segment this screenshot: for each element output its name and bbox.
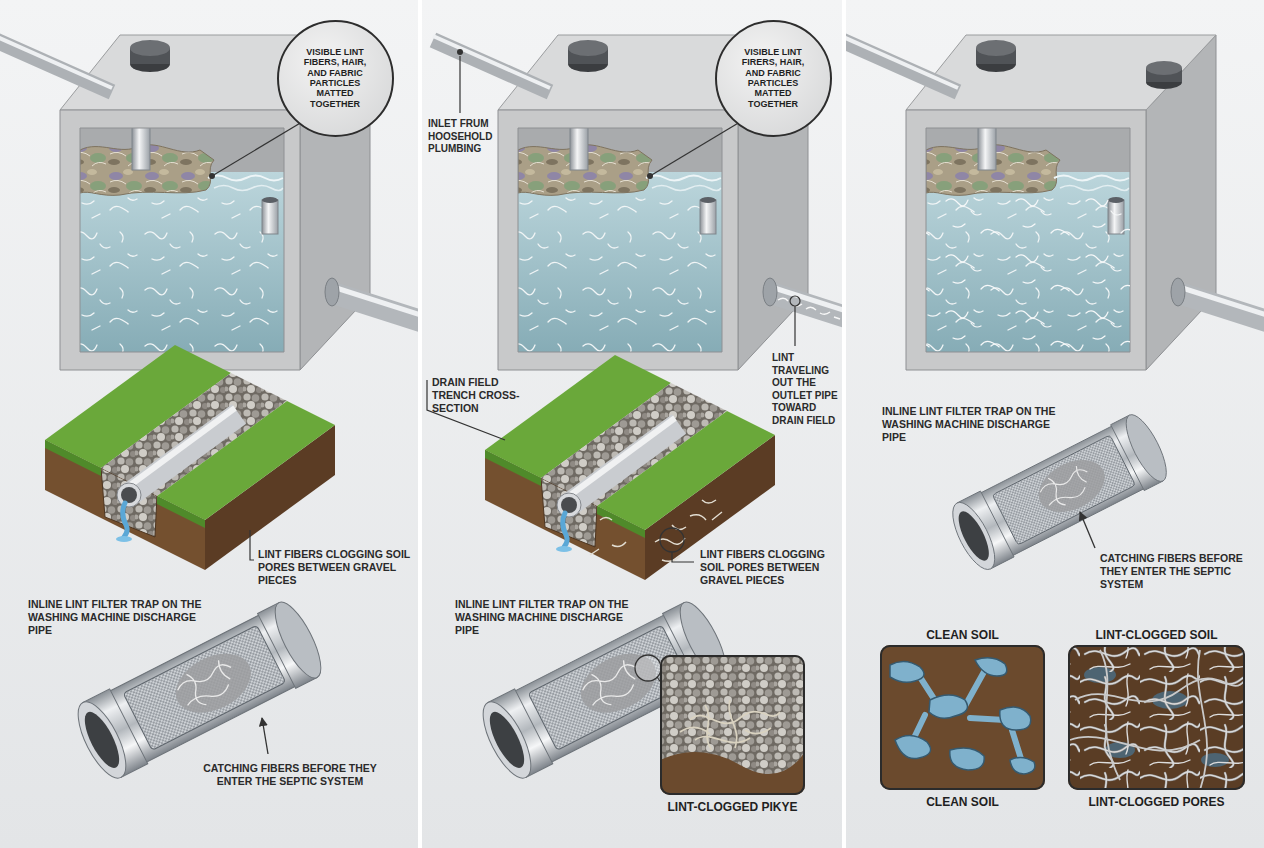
annotation-label: CATCHING FIBERS BEFORE THEY ENTER THE SE… [200, 762, 380, 788]
leader-dot [209, 173, 215, 179]
callout-text: VISIBLE LINT FIRERS, HAIR, AND FABRIC PA… [732, 47, 814, 109]
magnified-inset: LINT-CLOGGED PIKYE [660, 655, 805, 815]
inset-picture [1068, 645, 1245, 790]
leader-ring [790, 296, 800, 306]
septic-tank [433, 35, 842, 370]
annotation-label: INLINE LINT FILTER TRAP ON THE WASHING M… [28, 598, 208, 637]
drain-trench [45, 345, 335, 570]
inset-picture [660, 655, 805, 795]
lint-in-pipe [778, 298, 840, 319]
inset-caption: CLEAN SOIL [926, 794, 999, 810]
callout-circle: VISIBLE LINT FIRERS, HAIR, AND FABRIC PA… [715, 20, 832, 137]
annotation-label: LINT FIBERS CLOGGING SOIL PORES BETWEEN … [700, 548, 836, 587]
fiber-closeup [680, 700, 780, 750]
inset-picture [880, 645, 1045, 790]
panel-3 [846, 35, 1264, 790]
inset-heading: LINT-CLOGGED SOIL [1096, 625, 1218, 645]
leader-line [794, 306, 795, 346]
panel-2 [427, 35, 842, 795]
septic-tank [846, 35, 1264, 370]
fiber-strand [1070, 650, 1245, 790]
clogged-soil [1068, 645, 1245, 790]
inset-heading: CLEAN SOIL [926, 625, 999, 645]
leader-line [459, 56, 460, 113]
annotation-label: INLET FRUM HOOSEHOLD PLUMBING [428, 118, 496, 156]
annotation-label: DRAIN FIELD TRENCH CROSS-SECTION [432, 376, 532, 415]
annotation-label: CATCHING FIBERS BEFORE THEY ENTER THE SE… [1100, 552, 1250, 591]
soil-inset: CLEAN SOIL CLEAN SOIL [880, 625, 1045, 810]
inset-frame [660, 655, 805, 795]
annotation-label: INLINE LINT FILTER TRAP ON THE WASHING M… [882, 405, 1062, 444]
leader-dot [647, 173, 653, 179]
soil-closeup [660, 752, 805, 795]
suspended-fibers [926, 196, 1130, 352]
annotation-label: INLINE LINT FILTER TRAP ON THE WASHING M… [455, 598, 635, 637]
fiber-mass [1068, 645, 1245, 790]
annotation-label: LINT FIBERS CLOGGING SOIL PORES BETWEEN … [258, 548, 413, 587]
panel-1 [0, 35, 418, 785]
callout-text-block: VISIBLE LINT FIBERS, HAIR, AND FABRIC PA… [294, 47, 376, 109]
leader-dot [457, 49, 463, 55]
callout-circle: VISIBLE LINT FIBERS, HAIR, AND FABRIC PA… [277, 20, 394, 137]
lint-filter [69, 596, 330, 784]
inset-frame [1068, 645, 1245, 790]
soil-inset: LINT-CLOGGED SOIL LINT-CLOGGED PORES [1068, 625, 1245, 810]
leader-line [672, 552, 694, 562]
clean-soil [880, 645, 1045, 790]
inset-caption: LINT-CLOGGED PIKYE [667, 799, 797, 815]
pointer-arrow [1080, 512, 1095, 548]
inset-frame [880, 645, 1045, 790]
callout-text: VISIBLE LINT FIBERS, HAIR, AND FABRIC PA… [294, 47, 376, 109]
inset-caption: LINT-CLOGGED PORES [1088, 794, 1224, 810]
gravel-closeup [660, 655, 805, 795]
septic-tank [0, 35, 418, 370]
magnifier-ring [660, 528, 684, 552]
annotation-label: LINT TRAVELING OUT THE OUTLET PIPE TOWAR… [772, 352, 840, 427]
lint-filter [944, 410, 1174, 576]
water-pore [890, 658, 1035, 774]
callout-text-block: VISIBLE LINT FIRERS, HAIR, AND FABRIC PA… [732, 47, 814, 109]
pointer-arrow [262, 718, 268, 754]
leader-line [250, 530, 254, 560]
drain-trench [485, 355, 775, 580]
